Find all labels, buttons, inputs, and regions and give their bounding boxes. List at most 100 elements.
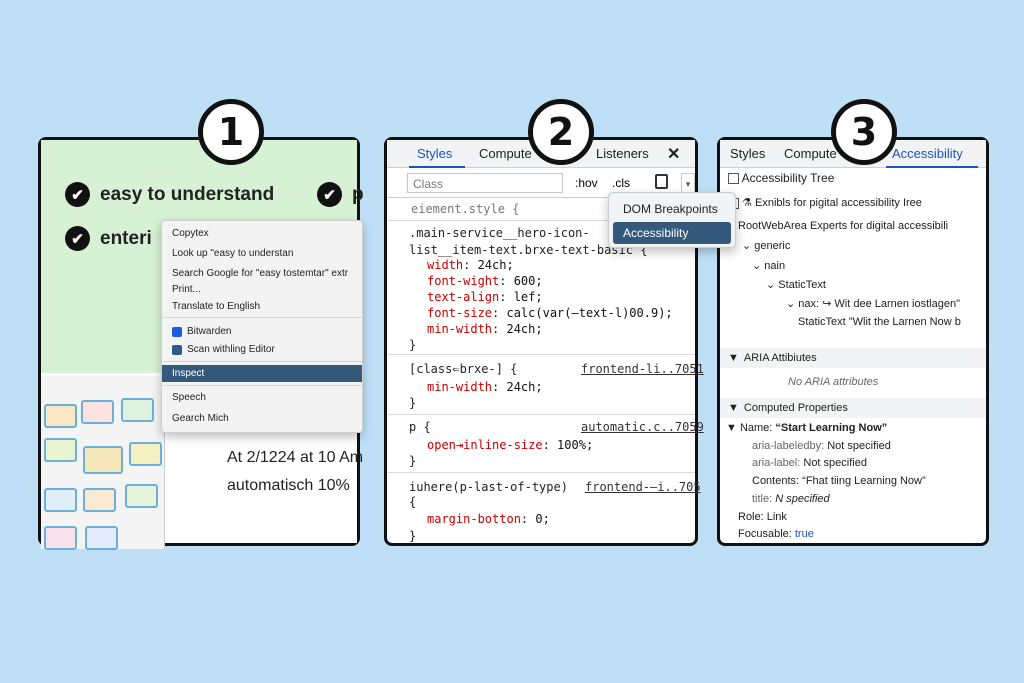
section-title: Computed Properties <box>743 402 848 414</box>
webpage-panel: ✔ easy to understand ✔ p ✔ enteri At 2/1… <box>38 137 364 550</box>
context-menu: Copytex Look up "easy to understan Searc… <box>161 220 363 433</box>
paint-brush-icon[interactable] <box>655 174 668 189</box>
hov-toggle[interactable]: :hov <box>575 176 598 190</box>
css-declaration[interactable]: text-align: lef; <box>427 290 543 304</box>
check-item-text[interactable]: easy to understand <box>100 183 275 205</box>
thumbnail <box>44 404 77 428</box>
menu-item-scan-editor[interactable]: Scan withling Editor <box>162 341 362 358</box>
thumbnail-grid <box>41 376 165 550</box>
tab-computed[interactable]: Compute <box>479 146 532 161</box>
menu-item-look-up[interactable]: Look up "easy to understan <box>172 248 294 259</box>
property-row: Focusable: true <box>738 528 814 540</box>
property-value: Not specified <box>803 457 867 469</box>
menu-item-speech[interactable]: Speech <box>172 392 206 403</box>
tree-node-static-text[interactable]: ⌄ StaticText <box>766 278 826 291</box>
cls-toggle[interactable]: .cls <box>612 176 630 190</box>
class-filter-input[interactable]: Class <box>407 173 563 193</box>
content-line: At 2/1224 at 10 Am <box>227 449 364 466</box>
tab-listeners[interactable]: Listeners <box>596 146 649 161</box>
tab-computed[interactable]: Compute <box>784 146 837 161</box>
check-item-text: p <box>352 183 364 205</box>
css-declaration[interactable]: min-width: 24ch; <box>427 380 543 394</box>
check-item: ✔ p <box>317 182 364 207</box>
step-badge-1: 1 <box>198 99 264 165</box>
dropdown-item-accessibility[interactable]: Accessibility <box>613 222 731 244</box>
css-value: 100%; <box>557 438 594 452</box>
css-property: open⇥inline-size <box>427 438 543 452</box>
editor-icon <box>172 344 182 355</box>
more-options-icon[interactable]: ▾ <box>681 173 695 193</box>
tree-node-nav[interactable]: ⌄ nax: ↪ Wit dee Larnen iostlagen" <box>786 297 960 310</box>
rule-close-brace: } <box>409 454 417 468</box>
menu-item-translate[interactable]: Translate to English <box>172 301 261 312</box>
source-link[interactable]: frontend-–i..705 <box>585 480 701 494</box>
tab-styles[interactable]: Styles <box>730 146 766 161</box>
content-line: automatisch 10% <box>227 477 350 494</box>
tree-node-root[interactable]: RootWebArea Experts for digital accessib… <box>738 220 949 232</box>
accessibility-tree-toggle[interactable]: Accessibility Tree <box>728 171 834 185</box>
tree-node-generic[interactable]: ⌄ generic <box>742 239 790 252</box>
menu-item-search[interactable]: Gearch Mich <box>172 413 229 424</box>
thumbnail <box>129 442 162 466</box>
tab-styles[interactable]: Styles <box>417 146 453 161</box>
active-tab-indicator <box>886 166 978 168</box>
css-declaration[interactable]: open⇥inline-size: 100%; <box>427 438 594 452</box>
property-key: title: <box>752 493 773 505</box>
css-declaration[interactable]: font-size: calc(var(—text-l)00.9); <box>427 306 673 320</box>
property-key: aria-label: <box>752 457 801 469</box>
css-declaration[interactable]: width: 24ch; <box>427 258 514 272</box>
tree-node-main[interactable]: ⌄ nain <box>752 259 785 272</box>
triangle-down-icon: ▼ <box>728 402 739 414</box>
menu-separator <box>162 317 362 318</box>
css-value: lef; <box>513 290 543 304</box>
thumbnail <box>81 400 114 424</box>
tree-option[interactable]: ⚗ Exnibls for pigital accessibility Iree <box>728 196 922 209</box>
accessibility-tree-label: Accessibility Tree <box>741 171 835 185</box>
css-declaration[interactable]: min-width: 24ch; <box>427 322 543 336</box>
source-link[interactable]: frontend-li..7051 <box>581 362 704 376</box>
property-key: Focusable: <box>738 528 792 540</box>
dropdown-item-dom-breakpoints[interactable]: DOM Breakpoints <box>623 202 718 216</box>
rule-close-brace: } <box>409 396 417 410</box>
checkmark-icon: ✔ <box>65 182 90 207</box>
step-badge-3: 3 <box>831 99 897 165</box>
css-property: text-align <box>427 290 500 304</box>
menu-item-copy[interactable]: Copytex <box>172 228 209 239</box>
tree-node-static-text[interactable]: StaticText "Wlit the Larnen Now b <box>798 316 961 328</box>
menu-item-print[interactable]: Print... <box>172 284 201 295</box>
chevron-down-icon: ⌄ <box>742 240 752 252</box>
tree-node-label: nain <box>764 260 786 272</box>
close-icon[interactable]: ✕ <box>667 146 681 163</box>
property-row: Role: Link <box>738 511 787 523</box>
no-aria-message: No ARIA attributes <box>788 376 879 388</box>
rule-separator <box>387 354 695 355</box>
menu-item-bitwarden[interactable]: Bitwarden <box>162 323 362 340</box>
tree-option-label: Exnibls for pigital accessibility Iree <box>755 197 922 209</box>
computed-properties-header[interactable]: ▼ Computed Properties <box>720 398 986 418</box>
css-declaration[interactable]: font-wight: 600; <box>427 274 543 288</box>
thumbnail <box>83 488 116 512</box>
thumbnail <box>44 526 77 550</box>
thumbnail <box>125 484 158 508</box>
css-property: min-width <box>427 380 493 394</box>
css-declaration[interactable]: margin-botton: 0; <box>427 512 550 526</box>
tree-node-label: generic <box>754 240 791 252</box>
active-tab-indicator <box>409 166 465 168</box>
menu-item-inspect[interactable]: Inspect <box>162 365 362 382</box>
thumbnail <box>121 398 154 422</box>
triangle-down-icon: ▼ <box>726 422 737 434</box>
menu-item-label: Bitwarden <box>187 326 232 337</box>
tab-accessibility[interactable]: Accessibility <box>892 146 963 161</box>
source-link[interactable]: automatic.c..7059 <box>581 420 704 434</box>
chevron-down-icon: ⌄ <box>752 260 762 272</box>
rule-selector: list__item-text.brxe-text-basic { <box>409 243 648 257</box>
checkbox[interactable] <box>728 173 739 185</box>
css-value: 0; <box>535 512 550 526</box>
rule-separator <box>387 414 695 415</box>
menu-separator <box>162 385 362 386</box>
aria-attributes-header[interactable]: ▼ ARIA Attibiutes <box>720 348 986 368</box>
css-value: 24ch; <box>506 380 543 394</box>
rule-selector: [class⇐brxe-] { <box>409 362 518 376</box>
rule-separator <box>387 472 695 473</box>
menu-item-search-google[interactable]: Search Google for "easy tostemtar" extr <box>172 268 349 279</box>
